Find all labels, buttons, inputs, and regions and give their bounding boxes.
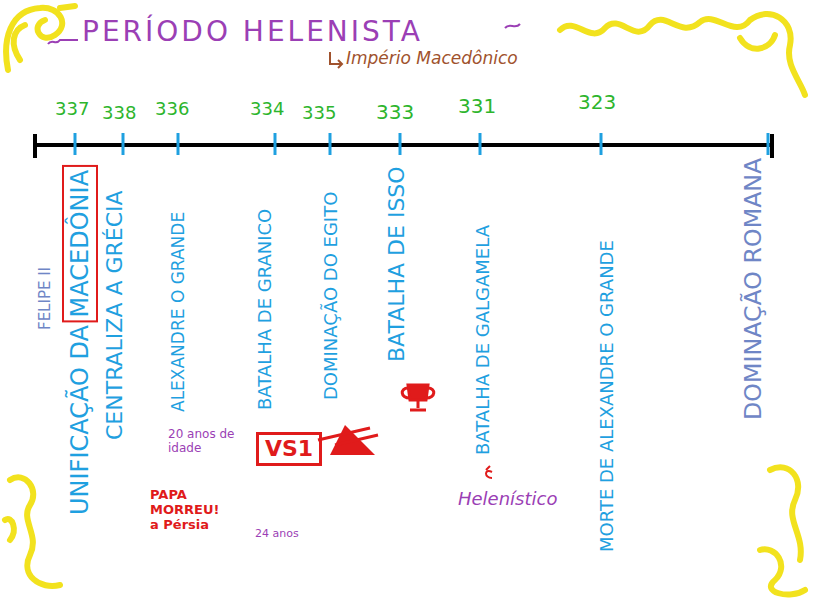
year: 334 [250, 100, 284, 118]
event-label: DOMINAÇÃO ROMANA [742, 158, 766, 420]
timeline [35, 134, 772, 158]
event-label: CENTRALIZA A GRÉCIA [104, 190, 126, 440]
age-note: 20 anos de idade [168, 428, 238, 456]
year: 323 [578, 92, 616, 112]
subtitle-arrow [330, 52, 342, 68]
event-label: DOMINAÇÃO DO EGITO [322, 192, 340, 400]
age-note: 24 anos [255, 528, 299, 539]
event-label: ALEXANDRE O GRANDE [170, 212, 187, 412]
red-hook [486, 466, 492, 478]
trophy-doodle [402, 385, 434, 410]
pyramid-doodle [318, 425, 378, 455]
yellow-border [5, 6, 805, 595]
event-label: BATALHA DE ISSO [386, 166, 408, 362]
event-note: FELIPE II [38, 267, 53, 330]
year: 333 [376, 102, 414, 122]
event-label: MORTE DE ALEXANDRE O GRANDE [598, 240, 616, 552]
year: 337 [55, 100, 89, 118]
timeline-ticks [75, 133, 768, 155]
year: 338 [102, 104, 136, 122]
event-label: BATALHA DE GRANICO [256, 209, 274, 410]
period-note: Helenístico [458, 490, 557, 508]
event-label: UNIFICAÇÃO DA MACEDÔNIA [68, 170, 92, 515]
event-label: BATALHA DE GALGAMELA [474, 225, 492, 455]
red-note: PAPA MORREU! a Pérsia [150, 488, 222, 533]
year: 336 [155, 100, 189, 118]
red-box: VS1 [256, 432, 322, 466]
title: PERÍODO HELENISTA [82, 18, 423, 46]
year: 331 [458, 96, 496, 116]
year: 335 [302, 104, 336, 122]
box-text: VS1 [265, 438, 313, 460]
subtitle: Império Macedônico [346, 50, 518, 67]
